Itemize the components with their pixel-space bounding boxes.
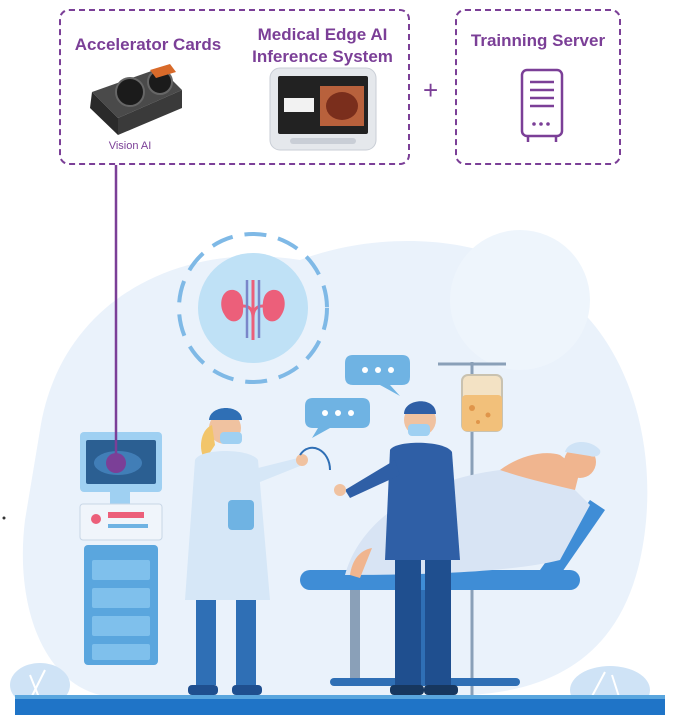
server-icon [520,68,564,142]
edge-inference-device [269,67,377,151]
connector-dot [106,453,126,473]
edge-ai-title-line1: Medical Edge AI [257,25,388,44]
doctor [334,401,460,695]
edge-ai-title-line2: Inference System [252,47,393,66]
training-server-box [455,9,621,165]
background-circle [450,230,590,370]
speech-bubble-top [345,355,410,396]
nurse [185,408,331,695]
stray-dot [2,516,6,520]
kidney-icon [221,280,285,340]
floor-highlight [15,695,665,699]
edge-ai-group-box [59,9,410,165]
accelerator-cards-label: Accelerator Cards [74,35,222,54]
training-server-label: Trainning Server [470,31,606,50]
plus-sign: + [423,75,439,105]
speech-bubble-left [305,398,370,438]
vision-ai-label: Vision AI [108,140,152,152]
dashed-ring [177,232,329,384]
floor [15,695,665,715]
gpu-card-image [90,64,182,135]
